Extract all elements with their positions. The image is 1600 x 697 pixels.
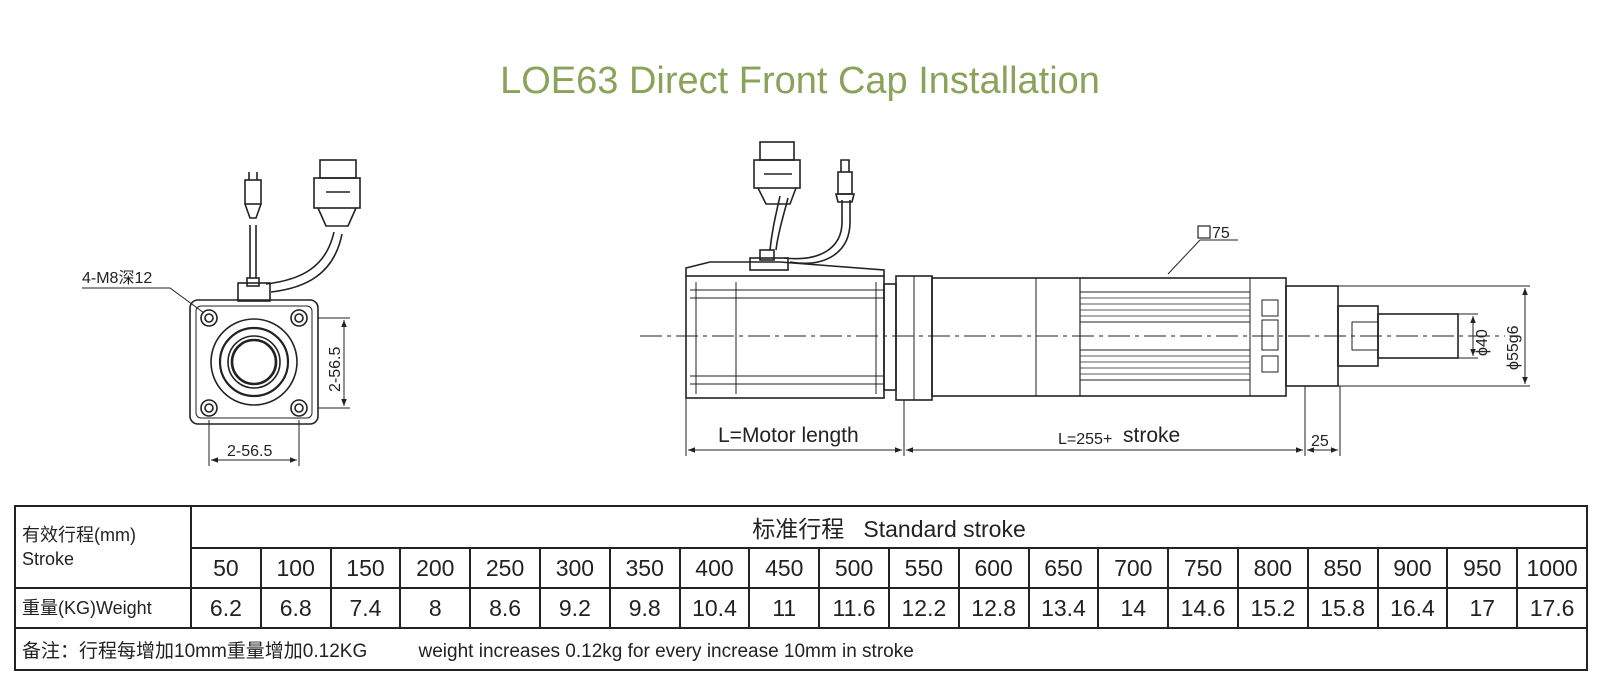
weight-cell: 9.2 (538, 587, 611, 629)
hole-callout: 4-M8深12 (82, 269, 152, 287)
spec-table: 有效行程(mm) Stroke 标准行程 Standard stroke 50 … (14, 505, 1588, 671)
front-dim-horizontal: 2-56.5 (227, 443, 272, 460)
weight-values-row: 重量(KG)Weight 6.2 6.8 7.4 8 8.6 9.2 9.8 1… (14, 587, 1588, 629)
front-view (82, 159, 361, 466)
weight-cell: 15.8 (1306, 587, 1379, 629)
bolt-holes (200, 309, 308, 417)
body-grooves (1080, 297, 1250, 375)
weight-cell: 17.6 (1516, 587, 1588, 629)
weight-cell: 11 (748, 587, 821, 629)
weight-cell: 11.6 (818, 587, 890, 629)
front-dim-vertical: 2-56.5 (327, 347, 344, 392)
stroke-row-header: 有效行程(mm) Stroke (14, 505, 192, 589)
weight-cell: 13.4 (1027, 587, 1100, 629)
weight-cell: 12.2 (887, 587, 960, 629)
stroke-values-row: 50 100 150 200 250 300 350 400 450 500 5… (15, 547, 1588, 589)
stroke-cell: 850 (1306, 547, 1379, 589)
dim-body-prefix: L=255+ (1058, 431, 1112, 448)
stroke-cell: 50 (190, 547, 262, 589)
weight-cell: 14.6 (1167, 587, 1239, 629)
side-view (640, 141, 1530, 456)
weight-cell: 6.2 (190, 587, 262, 629)
stroke-cell: 500 (818, 547, 890, 589)
front-rod (230, 338, 278, 386)
stroke-cell: 950 (1446, 547, 1519, 589)
stroke-cell: 400 (678, 547, 751, 589)
front-boss-outer (210, 318, 298, 406)
stroke-cell: 900 (1376, 547, 1449, 589)
page-title: LOE63 Direct Front Cap Installation (500, 60, 1100, 102)
weight-cell: 8.6 (469, 587, 541, 629)
stroke-cell: 550 (887, 547, 960, 589)
actuator-body (931, 277, 1287, 397)
stroke-header-en: Stroke (22, 549, 75, 569)
stroke-cell: 150 (329, 547, 402, 589)
stroke-cell: 1000 (1516, 547, 1588, 589)
note-cell: 备注：行程每增加10mm重量增加0.12KG weight increases … (14, 627, 1588, 671)
stroke-cell: 100 (259, 547, 332, 589)
stroke-cell: 200 (399, 547, 472, 589)
stroke-cell: 750 (1167, 547, 1239, 589)
stroke-cell: 600 (957, 547, 1030, 589)
side-encoder-connector (837, 171, 853, 195)
weight-cell: 10.4 (678, 587, 751, 629)
side-power-connector-top (759, 141, 795, 161)
standard-stroke-header: 标准行程 Standard stroke (190, 505, 1588, 549)
weight-cell: 7.4 (329, 587, 402, 629)
weight-cell: 17 (1446, 587, 1519, 629)
dim-motor-length: L=Motor length (718, 424, 859, 447)
cable-outlet (237, 282, 271, 302)
weight-cell: 6.8 (259, 587, 332, 629)
weight-cell: 14 (1097, 587, 1170, 629)
weight-row-header: 重量(KG)Weight (14, 587, 192, 629)
stroke-cell: 450 (748, 547, 821, 589)
stroke-cell: 650 (1027, 547, 1100, 589)
front-flange-outline (189, 299, 319, 425)
stroke-cell: 700 (1097, 547, 1170, 589)
weight-cell: 8 (399, 587, 472, 629)
weight-cell: 15.2 (1236, 587, 1309, 629)
stroke-cell: 350 (608, 547, 681, 589)
dim-tip: 25 (1311, 433, 1329, 450)
square-callout: 75 (1212, 225, 1230, 242)
encoder-connector (244, 179, 262, 205)
note-cn: 备注：行程每增加10mm重量增加0.12KG (22, 640, 368, 662)
stroke-cell: 800 (1236, 547, 1309, 589)
dim-boss-diameter: ϕ55g6 (1505, 325, 1522, 370)
weight-cell: 9.8 (608, 587, 681, 629)
power-connector-top (319, 159, 357, 179)
weight-cell: 16.4 (1376, 587, 1449, 629)
dim-body-suffix: stroke (1123, 424, 1180, 447)
dim-rod-diameter: ϕ40 (1474, 329, 1491, 356)
note-en: weight increases 0.12kg for every increa… (418, 640, 914, 662)
stroke-header-cn: 有效行程(mm) (22, 525, 136, 545)
technical-drawing: 4-M8深12 2-56.5 2-56.5 (82, 141, 1530, 466)
note-row: 备注：行程每增加10mm重量增加0.12KG weight increases … (14, 627, 1588, 671)
weight-cell: 12.8 (957, 587, 1030, 629)
stroke-cell: 250 (469, 547, 541, 589)
stroke-cell: 300 (538, 547, 611, 589)
motor-body (685, 275, 885, 399)
